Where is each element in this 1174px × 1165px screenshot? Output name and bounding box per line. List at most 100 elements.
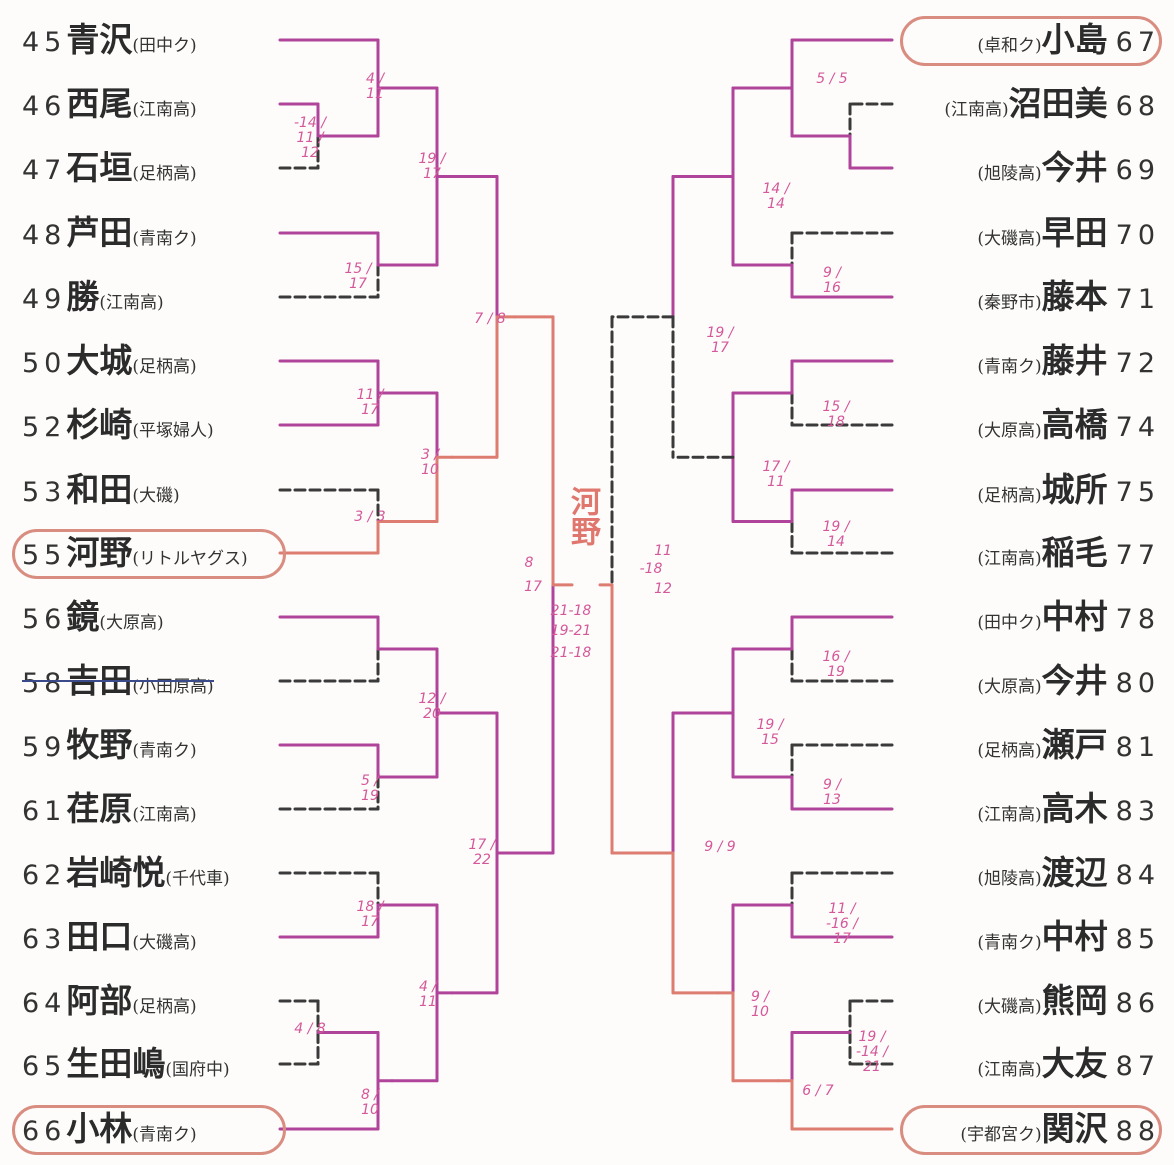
player-name: 大友 <box>1041 1044 1108 1083</box>
final-score: 11 <box>654 543 672 559</box>
match-score: 16 / 19 <box>822 649 850 680</box>
entry-number: 50 <box>22 348 67 379</box>
team-name: (足柄高) <box>977 741 1042 761</box>
entry-number: 48 <box>22 220 67 251</box>
team-name: (大磯高) <box>977 997 1042 1017</box>
entry-number: 78 <box>1115 604 1160 635</box>
match-score: 8 / 10 <box>360 1087 380 1118</box>
player-name: 阿部 <box>66 981 133 1020</box>
team-name: (大原高) <box>977 677 1042 697</box>
entry-number: 77 <box>1115 540 1160 571</box>
team-name: (足柄高) <box>977 486 1042 506</box>
team-name: (大磯高) <box>132 933 197 953</box>
match-score: 19 / 17 <box>418 151 446 182</box>
entry-number: 64 <box>22 988 67 1019</box>
team-name: (江南高) <box>977 805 1042 825</box>
left-entry-63: 63田口(大磯高) <box>22 912 197 962</box>
left-entry-58: 58吉田(小田原高) <box>22 656 214 706</box>
left-entry-47: 47石垣(足柄高) <box>22 143 197 193</box>
team-name: (旭陵高) <box>977 164 1042 184</box>
team-name: (田中ク) <box>977 613 1042 633</box>
team-name: (国府中) <box>165 1060 230 1080</box>
team-name: (青南ク) <box>132 741 197 761</box>
player-name: 今井 <box>1041 148 1108 187</box>
team-name: (リトルヤグス) <box>132 549 248 569</box>
team-name: (千代車) <box>165 869 230 889</box>
player-name: 稲毛 <box>1041 533 1108 572</box>
team-name: (足柄高) <box>132 164 197 184</box>
left-entry-56: 56鏡(大原高) <box>22 592 164 642</box>
left-entry-62: 62岩崎悦(千代車) <box>22 848 230 898</box>
entry-number: 85 <box>1115 924 1160 955</box>
player-name: 藤井 <box>1041 341 1108 380</box>
match-score: 9 / 9 <box>704 839 736 855</box>
team-name: (江南高) <box>977 549 1042 569</box>
champion-text: 河野 <box>565 486 600 546</box>
entry-number: 68 <box>1115 91 1160 122</box>
final-score: 8 <box>524 555 534 571</box>
left-entry-61: 61荏原(江南高) <box>22 784 197 834</box>
match-score: 14 / 14 <box>762 181 790 212</box>
team-name: (青南ク) <box>132 229 197 249</box>
player-name: 小林 <box>66 1109 133 1148</box>
player-name: 高木 <box>1041 789 1108 828</box>
player-name: 城所 <box>1041 470 1108 509</box>
match-score: 9 / 10 <box>750 989 770 1020</box>
match-score: 19 / 17 <box>706 325 734 356</box>
entry-number: 75 <box>1115 477 1160 508</box>
player-name: 青沢 <box>66 20 133 59</box>
player-name: 岩崎悦 <box>66 853 166 892</box>
player-name: 藤本 <box>1041 277 1108 316</box>
entry-number: 86 <box>1115 988 1160 1019</box>
entry-number: 62 <box>22 860 67 891</box>
match-score: 5 / 19 <box>360 773 380 804</box>
player-name: 沼田美 <box>1008 84 1108 123</box>
player-name: 和田 <box>66 470 133 509</box>
match-score: 19 / 14 <box>822 519 850 550</box>
winner-circle <box>12 529 286 579</box>
left-entry-53: 53和田(大磯) <box>22 465 180 515</box>
entry-number: 56 <box>22 604 67 635</box>
player-name: 勝 <box>66 277 100 316</box>
player-name: 荏原 <box>66 789 133 828</box>
match-score: 11 / -16 / 17 <box>825 901 859 947</box>
strikethrough-line <box>22 680 214 682</box>
entry-number: 49 <box>22 284 67 315</box>
final-score: 17 <box>524 579 542 595</box>
champion-name: 河野 <box>562 486 602 555</box>
player-name: 田口 <box>66 917 133 956</box>
match-score: 4 / 11 <box>418 979 438 1010</box>
team-name: (秦野市) <box>977 293 1042 313</box>
team-name: (青南ク) <box>132 1125 197 1145</box>
entry-number: 80 <box>1115 668 1160 699</box>
entry-number: 74 <box>1115 412 1160 443</box>
left-entry-48: 48芦田(青南ク) <box>22 208 197 258</box>
final-score: 12 <box>654 581 672 597</box>
entry-number: 84 <box>1115 860 1160 891</box>
match-score: 9 / 16 <box>822 265 842 296</box>
match-score: 6 / 7 <box>802 1083 834 1099</box>
entry-number: 52 <box>22 412 67 443</box>
match-score: 11 / 17 <box>356 387 384 418</box>
team-name: (平塚婦人) <box>132 421 214 441</box>
team-name: (大原高) <box>977 421 1042 441</box>
match-score: 7 / 8 <box>474 311 506 327</box>
entry-number: 63 <box>22 924 67 955</box>
team-name: (江南高) <box>977 1060 1042 1080</box>
team-name: (小田原高) <box>132 677 214 697</box>
player-name: 杉崎 <box>66 405 133 444</box>
final-score: 19-21 <box>550 623 592 639</box>
player-name: 鏡 <box>66 597 100 636</box>
match-score: 3 / 3 <box>354 509 386 525</box>
match-score: 12 / 20 <box>418 691 446 722</box>
player-name: 西尾 <box>66 84 133 123</box>
final-score: 21-18 <box>550 603 592 619</box>
